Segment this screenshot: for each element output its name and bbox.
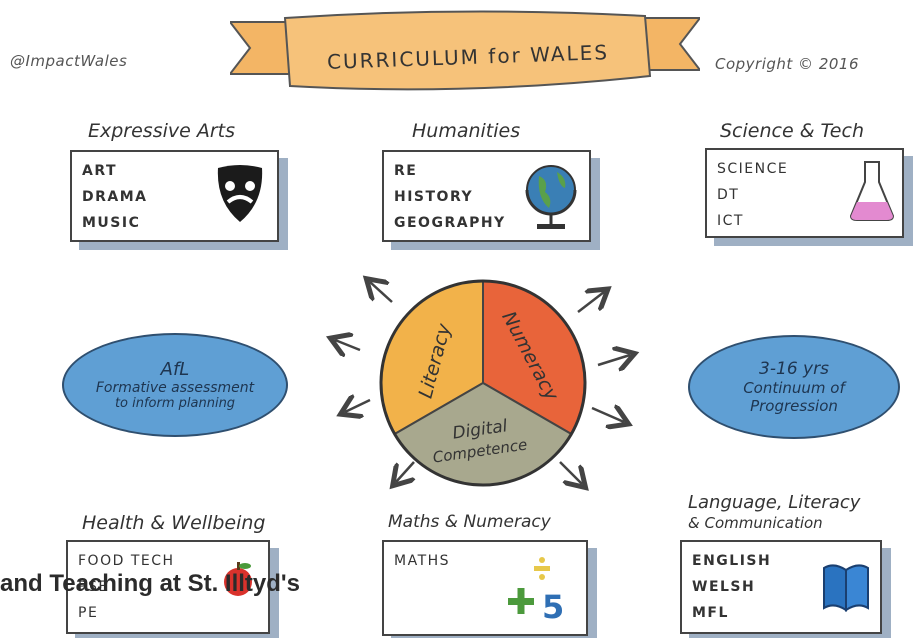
list-item: ART — [82, 163, 118, 179]
health-wellbeing-title: Health & Wellbeing — [82, 512, 266, 534]
list-item: GEOGRAPHY — [394, 215, 506, 231]
science-tech-title: Science & Tech — [720, 120, 864, 142]
list-item: HISTORY — [394, 189, 474, 205]
continuum-oval-line3: Progression — [750, 397, 838, 415]
list-item: FOOD TECH — [78, 553, 175, 569]
math-symbols-icon: 5 — [508, 557, 564, 624]
curriculum-wheel — [379, 279, 587, 487]
arrow — [370, 282, 393, 303]
list-item: MFL — [692, 605, 729, 621]
health-wellbeing-card: FOOD TECH PSE PE — [66, 540, 270, 634]
theatre-masks-icon — [217, 165, 263, 222]
maths-numeracy-card: MATHS 5 — [382, 540, 588, 636]
language-title-line2: & Communication — [688, 514, 823, 532]
arrow — [396, 461, 414, 482]
arrow — [577, 292, 604, 313]
list-item: WELSH — [692, 579, 756, 595]
list-item: PSE — [78, 579, 109, 595]
list-item: ICT — [717, 213, 744, 229]
science-tech-card: SCIENCE DT ICT — [705, 148, 904, 238]
apple-icon — [224, 562, 252, 596]
humanities-title: Humanities — [412, 120, 521, 142]
arrow — [559, 461, 582, 484]
continuum-oval-line1: 3-16 yrs — [759, 359, 829, 379]
language-title-line1: Language, Literacy — [688, 492, 861, 513]
continuum-oval-line2: Continuum of — [743, 379, 845, 397]
overlay-caption: and Teaching at St. Illtyd's — [0, 570, 300, 597]
expressive-arts-title: Expressive Arts — [88, 120, 236, 142]
flask-icon — [849, 161, 895, 221]
banner-ribbon — [230, 10, 700, 91]
list-item: DT — [717, 187, 740, 203]
afl-oval-line2: Formative assessment — [95, 380, 255, 396]
arrow — [591, 408, 624, 422]
list-item: DRAMA — [82, 189, 148, 205]
afl-oval-line1: AfL — [160, 359, 190, 380]
list-item: RE — [394, 163, 418, 179]
list-item: MATHS — [394, 553, 451, 569]
continuum-oval: 3-16 yrs Continuum of Progression — [688, 335, 900, 439]
afl-oval-line3: to inform planning — [114, 396, 236, 411]
list-item: MUSIC — [82, 215, 141, 231]
language-card: ENGLISH WELSH MFL — [680, 540, 882, 634]
humanities-card: RE HISTORY GEOGRAPHY — [382, 150, 591, 242]
list-item: ENGLISH — [692, 553, 772, 569]
list-item: PE — [78, 605, 99, 621]
svg-text:5: 5 — [542, 588, 564, 624]
arrow — [597, 355, 630, 365]
arrow — [335, 340, 361, 350]
book-icon — [823, 564, 869, 612]
corner-handle: @ImpactWales — [10, 52, 128, 70]
expressive-arts-card: ART DRAMA MUSIC — [70, 150, 279, 242]
afl-oval: AfL Formative assessment to inform plann… — [62, 333, 288, 437]
maths-numeracy-title: Maths & Numeracy — [388, 512, 551, 532]
arrow — [345, 400, 371, 412]
globe-icon — [525, 165, 577, 229]
list-item: SCIENCE — [717, 161, 789, 177]
copyright-text: Copyright © 2016 — [715, 55, 860, 73]
